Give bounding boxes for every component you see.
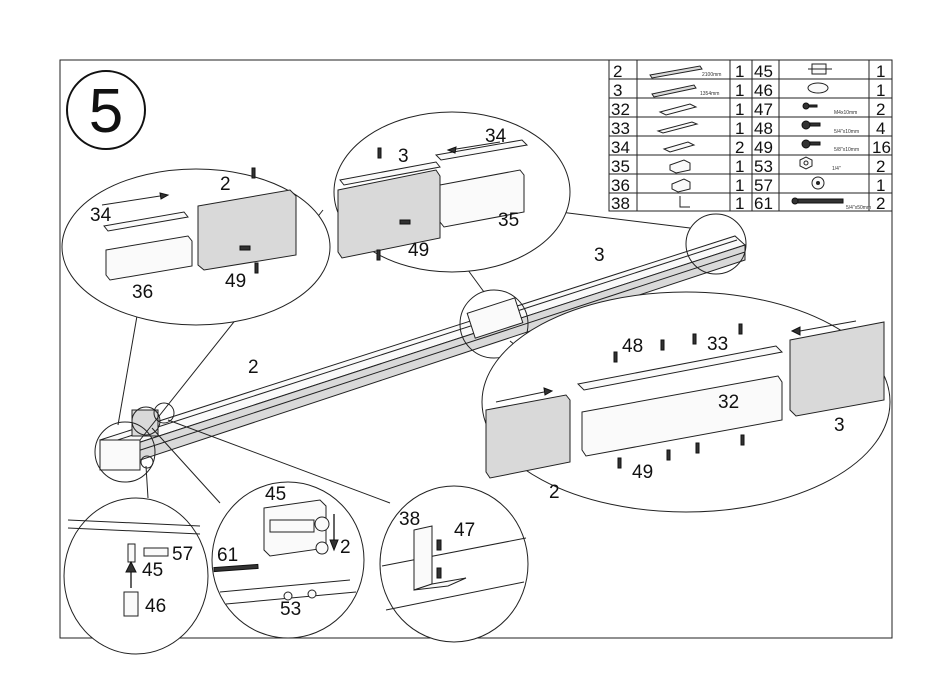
table-qty: 1 [735,62,744,81]
step-badge: 5 [67,71,145,149]
table-qty: 1 [735,119,744,138]
callout-2: 2 [340,537,351,558]
size-note: M4x10mm [834,110,857,116]
part-57-icon [812,177,824,189]
table-part-36: 36 [611,176,630,195]
table-part-38: 38 [611,194,630,213]
table-qty: 2 [876,194,885,213]
table-qty: 1 [735,81,744,100]
table-qty: 4 [876,119,885,138]
size-note: 5/4"x10mm [834,129,859,135]
detail-bubble-top [334,112,570,272]
callout-46: 46 [145,596,166,617]
part-46-icon [808,83,828,93]
callout-34: 34 [90,205,112,226]
table-qty: 2 [735,138,744,157]
nut-53-icon [800,157,812,169]
parts-table: 2 3 32 33 34 35 36 38 1 1 1 1 2 1 1 1 45… [609,60,892,213]
size-note: 5/8"x10mm [834,147,859,153]
table-part-46: 46 [754,81,773,100]
step-number: 5 [89,77,123,146]
callout-36: 36 [132,282,153,303]
table-part-3: 3 [613,81,622,100]
table-part-32: 32 [611,100,630,119]
table-part-47: 47 [754,100,773,119]
table-qty: 1 [735,176,744,195]
callout-33: 33 [707,334,728,355]
size-note: 1/4" [832,166,841,172]
detail-bubble-right [482,292,890,512]
callout-45: 45 [265,484,286,505]
callout-3: 3 [398,146,409,167]
table-part-45: 45 [754,62,773,81]
callout-2: 2 [220,174,231,195]
table-part-33: 33 [611,119,630,138]
detail-bubble-left [62,168,330,325]
callout-49: 49 [408,240,429,261]
table-qty: 1 [876,62,885,81]
size-note: 5/4"x50mm [846,205,871,211]
callout-3: 3 [834,415,845,436]
table-part-49: 49 [754,138,773,157]
callout-61: 61 [217,545,238,566]
table-part-61: 61 [754,194,773,213]
table-part-35: 35 [611,157,630,176]
callout-47: 47 [454,520,475,541]
bolt-61-icon [792,198,843,204]
table-part-34: 34 [611,138,630,157]
table-qty: 1 [735,157,744,176]
callout-49: 49 [632,462,653,483]
detail-bubble-latch [64,498,208,654]
size-note: 1354mm [700,91,719,97]
callout-34: 34 [485,126,507,147]
callout-57: 57 [172,544,193,565]
callout-35: 35 [498,210,519,231]
table-qty: 16 [872,138,891,157]
callout-49: 49 [225,271,246,292]
table-part-53: 53 [754,157,773,176]
table-part-48: 48 [754,119,773,138]
table-part-2: 2 [613,62,622,81]
callout-53: 53 [280,599,301,620]
callout-45: 45 [142,560,163,581]
callout-32: 32 [718,392,739,413]
callout-38: 38 [399,509,420,530]
table-qty: 1 [735,100,744,119]
callout-48: 48 [622,336,643,357]
callout-2: 2 [549,482,560,503]
table-qty: 2 [876,157,885,176]
table-qty: 2 [876,100,885,119]
size-note: 2100mm [702,72,721,78]
callout-rail-2: 2 [248,357,259,378]
table-qty: 1 [735,194,744,213]
table-part-57: 57 [754,176,773,195]
table-qty: 1 [876,176,885,195]
table-qty: 1 [876,81,885,100]
callout-rail-3: 3 [594,245,605,266]
